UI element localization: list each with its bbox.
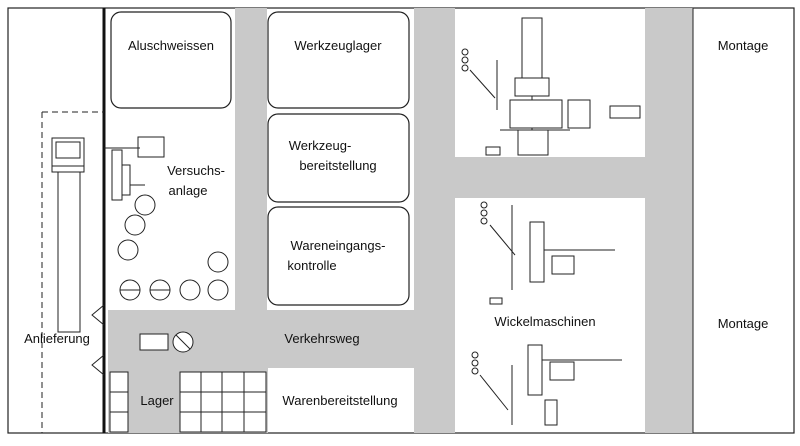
label-waren-line2: kontrolle [287,258,336,273]
label-anlieferung: Anlieferung [24,331,90,346]
label-werkzeug-line2: bereitstellung [299,158,376,173]
label-werkzeuglager: Werkzeuglager [294,38,382,53]
aisle-vertical-right [645,8,693,433]
room-werkzeuglager [267,11,410,109]
label-lager: Lager [140,393,174,408]
truck-icon [51,137,85,333]
winding-machine-bottom [471,201,622,426]
label-montage-top: Montage [718,38,769,53]
forklift-icon [139,331,194,353]
winding-machine-top [461,17,641,156]
label-waren-line1: Wareneingangs- [291,238,386,253]
room-aluschweissen [110,11,232,109]
label-versuchs-line1: Versuchs- [167,163,225,178]
delivery-zone-outline [41,111,104,433]
label-aluschweissen: Aluschweissen [128,38,214,53]
versuchsanlage-equipment [104,136,229,301]
label-werkzeug-line1: Werkzeug- [289,138,352,153]
dock-markers [91,304,105,376]
label-versuchs-line2: anlage [168,183,207,198]
label-verkehrsweg: Verkehrsweg [284,331,359,346]
room-wareneingangskontrolle [267,206,410,306]
label-wickelmaschinen: Wickelmaschinen [494,314,595,329]
label-warenbereitstellung: Warenbereitstellung [282,393,397,408]
aisle-horizontal-right [455,157,645,198]
label-montage-bottom: Montage [718,316,769,331]
lager-shelving [109,371,267,433]
aisle-vertical-mid [414,8,455,433]
room-werkzeugbereitstellung [267,113,410,203]
aisle-vertical-left [235,8,267,313]
